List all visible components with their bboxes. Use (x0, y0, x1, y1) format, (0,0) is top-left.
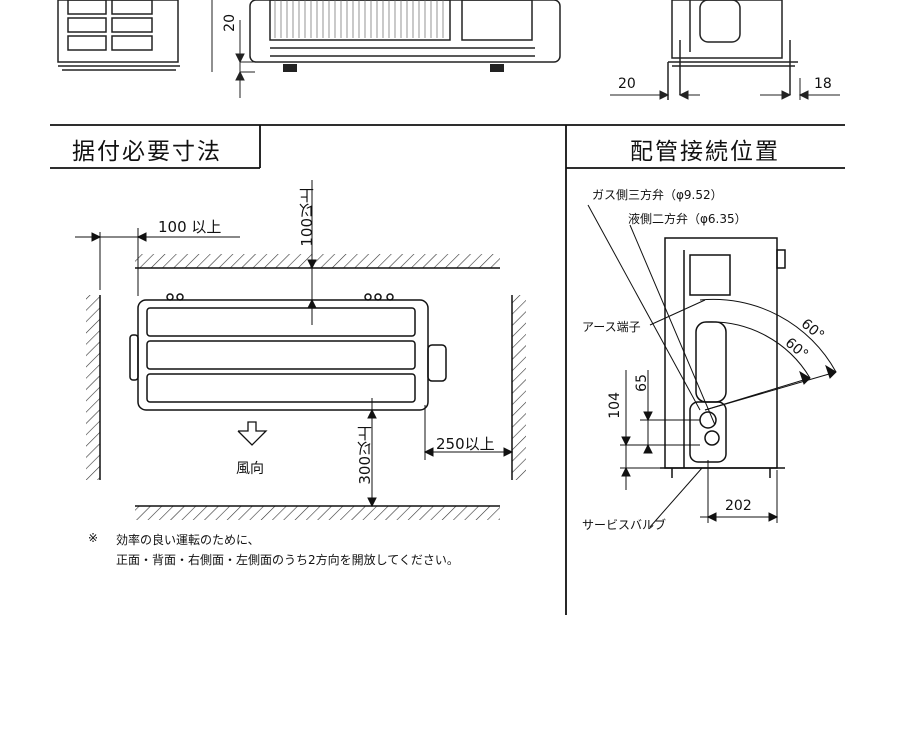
top-center-feet (283, 64, 504, 72)
top-dim-20-18 (610, 78, 840, 100)
top-center-grille (274, 0, 444, 38)
top-dim-label-20-right: 20 (618, 76, 636, 92)
wind-direction-label: 風向 (236, 461, 264, 477)
dim-left-100 (75, 228, 240, 296)
liquid-valve-label: 液側二方弁（φ6.35） (628, 212, 747, 226)
gas-valve-label: ガス側三方弁（φ9.52） (592, 188, 723, 202)
leader-lines (587, 204, 716, 528)
service-valve-label: サービスバルブ (582, 518, 667, 532)
dim-label-left-100: 100 以上 (158, 218, 222, 236)
top-left-unit-side (57, 0, 180, 71)
floor-hatch (135, 505, 500, 520)
wind-arrow-icon (237, 421, 268, 446)
section-frame (50, 124, 845, 615)
dim-label-202: 202 (725, 498, 752, 514)
dim-label-104: 104 (607, 392, 623, 419)
ceiling-hatch (135, 254, 500, 269)
dim-bottom-300 (367, 398, 377, 508)
dim-label-65: 65 (634, 374, 650, 392)
dim-202 (700, 460, 779, 523)
indoor-unit-front (129, 293, 447, 411)
piping-title: 配管接続位置 (630, 139, 780, 165)
right-wall-hatch (511, 295, 526, 480)
dim-label-right-250: 250以上 (436, 435, 495, 453)
dim-label-top-100: 100以上 (298, 188, 316, 247)
note-line-1: 効率の良い運転のために、 (116, 533, 260, 547)
dim-65-104 (620, 370, 700, 490)
dim-label-bottom-300: 300以上 (356, 426, 374, 485)
dim-right-250 (423, 405, 514, 460)
piping-angle-arcs (699, 298, 837, 411)
top-right-unit (667, 0, 798, 100)
outdoor-unit-side (660, 237, 786, 478)
top-center-unit (249, 0, 561, 63)
note-line-2: 正面・背面・右側面・左側面のうち2方向を開放してください。 (116, 553, 459, 567)
top-dim-label-18: 18 (814, 76, 832, 92)
note-mark: ※ (88, 531, 99, 545)
earth-terminal-label: アース端子 (582, 320, 641, 334)
install-title: 据付必要寸法 (72, 139, 222, 165)
top-dim-label-20-left: 20 (222, 14, 238, 32)
top-dim-20-left (211, 0, 255, 98)
dim-top-100 (307, 180, 317, 325)
left-wall-hatch (86, 295, 101, 480)
